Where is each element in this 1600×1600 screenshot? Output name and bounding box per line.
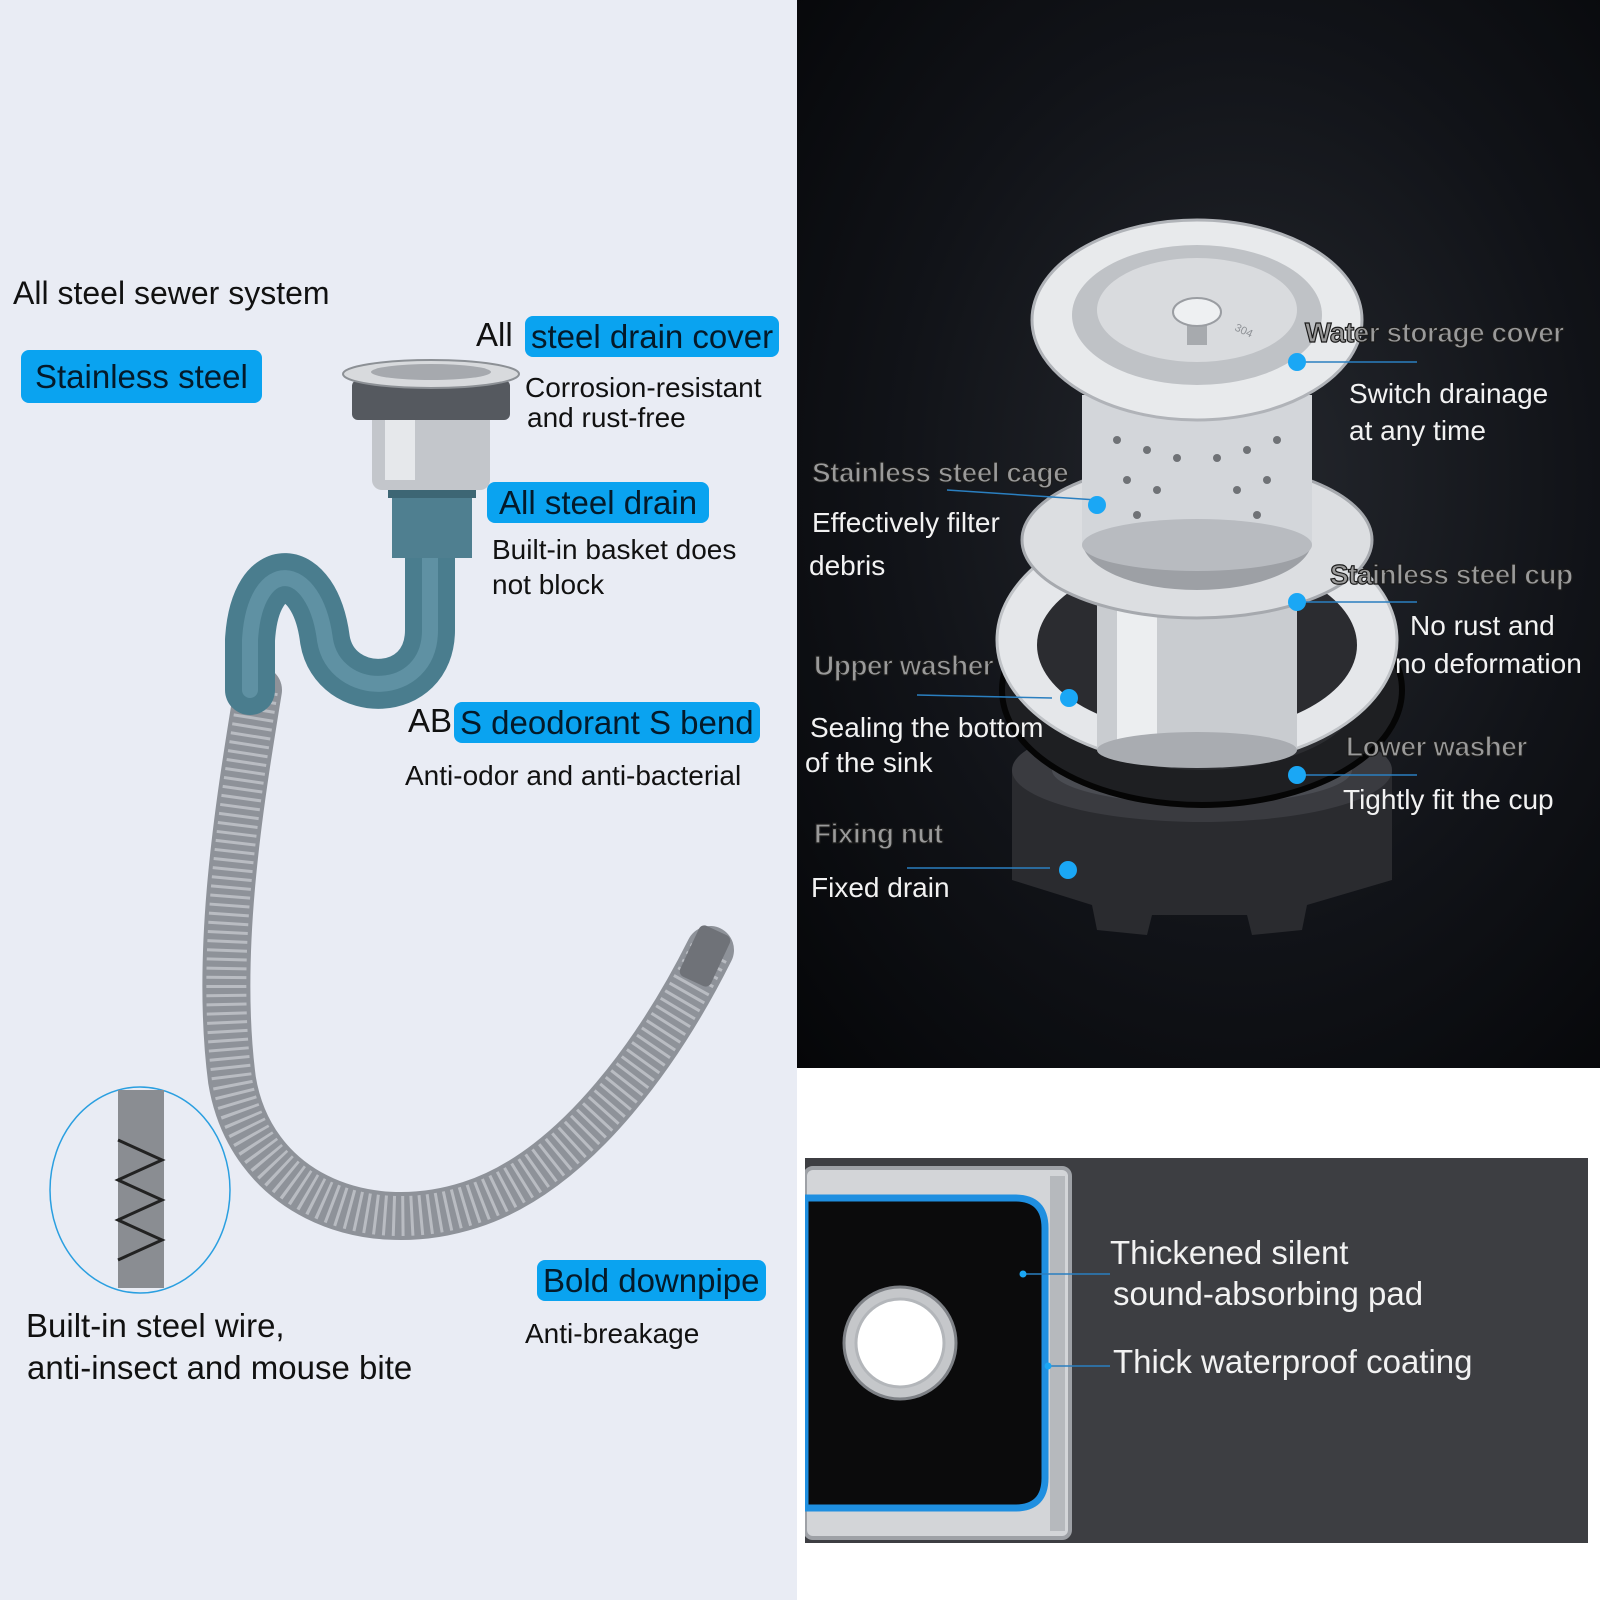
cage-title: Stainless steel cage	[811, 456, 1069, 488]
s-bend-prefix: AB	[408, 702, 453, 739]
dot-lower-washer	[1288, 766, 1306, 784]
s-bend-desc: Anti-odor and anti-bacterial	[405, 760, 742, 791]
steel-wire-spring	[114, 1138, 166, 1262]
upper-washer-title: Upper washer	[813, 649, 994, 681]
dot-coating	[1044, 1362, 1052, 1370]
water-cover-title: Water storage cover	[1304, 316, 1564, 348]
cup-line1: No rust and	[1410, 610, 1555, 641]
exploded-strainer-illustration: 304	[907, 218, 1417, 935]
lower-washer-line1: Tightly fit the cup	[1343, 784, 1554, 815]
drain-flange-nut	[352, 380, 510, 420]
hose-end-cap	[679, 925, 731, 987]
lid-knob	[1172, 297, 1222, 327]
cage-holes	[1113, 436, 1281, 519]
cage-line2: debris	[809, 550, 886, 581]
dot-upper-washer	[1060, 689, 1078, 707]
pad-line1: Thickened silent	[1110, 1234, 1349, 1271]
dot-cup	[1288, 593, 1306, 611]
upper-washer-line2: of the sink	[805, 747, 933, 778]
all-steel-drain-line2: not block	[492, 569, 605, 600]
dot-water-cover	[1288, 353, 1306, 371]
sink-underside-illustration	[805, 1166, 1110, 1540]
s-bend-pipe-illustration	[49, 359, 734, 1294]
drain-cover-prefix: All	[476, 316, 513, 353]
main-heading: All steel sewer system	[13, 275, 330, 311]
s-bend-label: S deodorant S bend	[454, 702, 760, 743]
all-steel-drain-label: All steel drain	[487, 482, 710, 523]
drain-connector	[392, 488, 472, 558]
upper-washer-line1: Sealing the bottom	[810, 712, 1044, 743]
lower-washer-title: Lower washer	[1345, 730, 1527, 762]
callout-dots	[1059, 353, 1306, 879]
cup-title: Stainless steel cup	[1329, 558, 1573, 590]
pad-line2: sound-absorbing pad	[1113, 1275, 1424, 1312]
downpipe-desc: Anti-breakage	[525, 1318, 700, 1349]
downpipe-label: Bold downpipe	[537, 1260, 766, 1301]
coating-label: Thick waterproof coating	[1113, 1343, 1473, 1380]
dot-cage	[1088, 496, 1106, 514]
material-badge: Stainless steel	[21, 350, 262, 403]
drain-cover-line1: Corrosion-resistant	[525, 372, 762, 403]
steel-wire-line2: anti-insect and mouse bite	[27, 1349, 413, 1386]
dot-fixing-nut	[1059, 861, 1077, 879]
water-cover-line2: at any time	[1349, 415, 1486, 446]
drain-cover-line2: and rust-free	[527, 402, 686, 433]
dot-pad	[1019, 1270, 1027, 1278]
cup-line2: no deformation	[1395, 648, 1582, 679]
all-steel-drain-line1: Built-in basket does	[492, 534, 737, 565]
left-panel	[0, 0, 797, 1600]
steel-wire-line1: Built-in steel wire,	[26, 1307, 285, 1344]
cage-line1: Effectively filter	[812, 507, 1000, 538]
drain-cover-label: steel drain cover	[525, 316, 780, 357]
fixing-nut-line1: Fixed drain	[811, 872, 950, 903]
fixing-nut-title: Fixing nut	[813, 817, 943, 849]
white-gap	[797, 1068, 1600, 1158]
water-cover-line1: Switch drainage	[1349, 378, 1549, 409]
